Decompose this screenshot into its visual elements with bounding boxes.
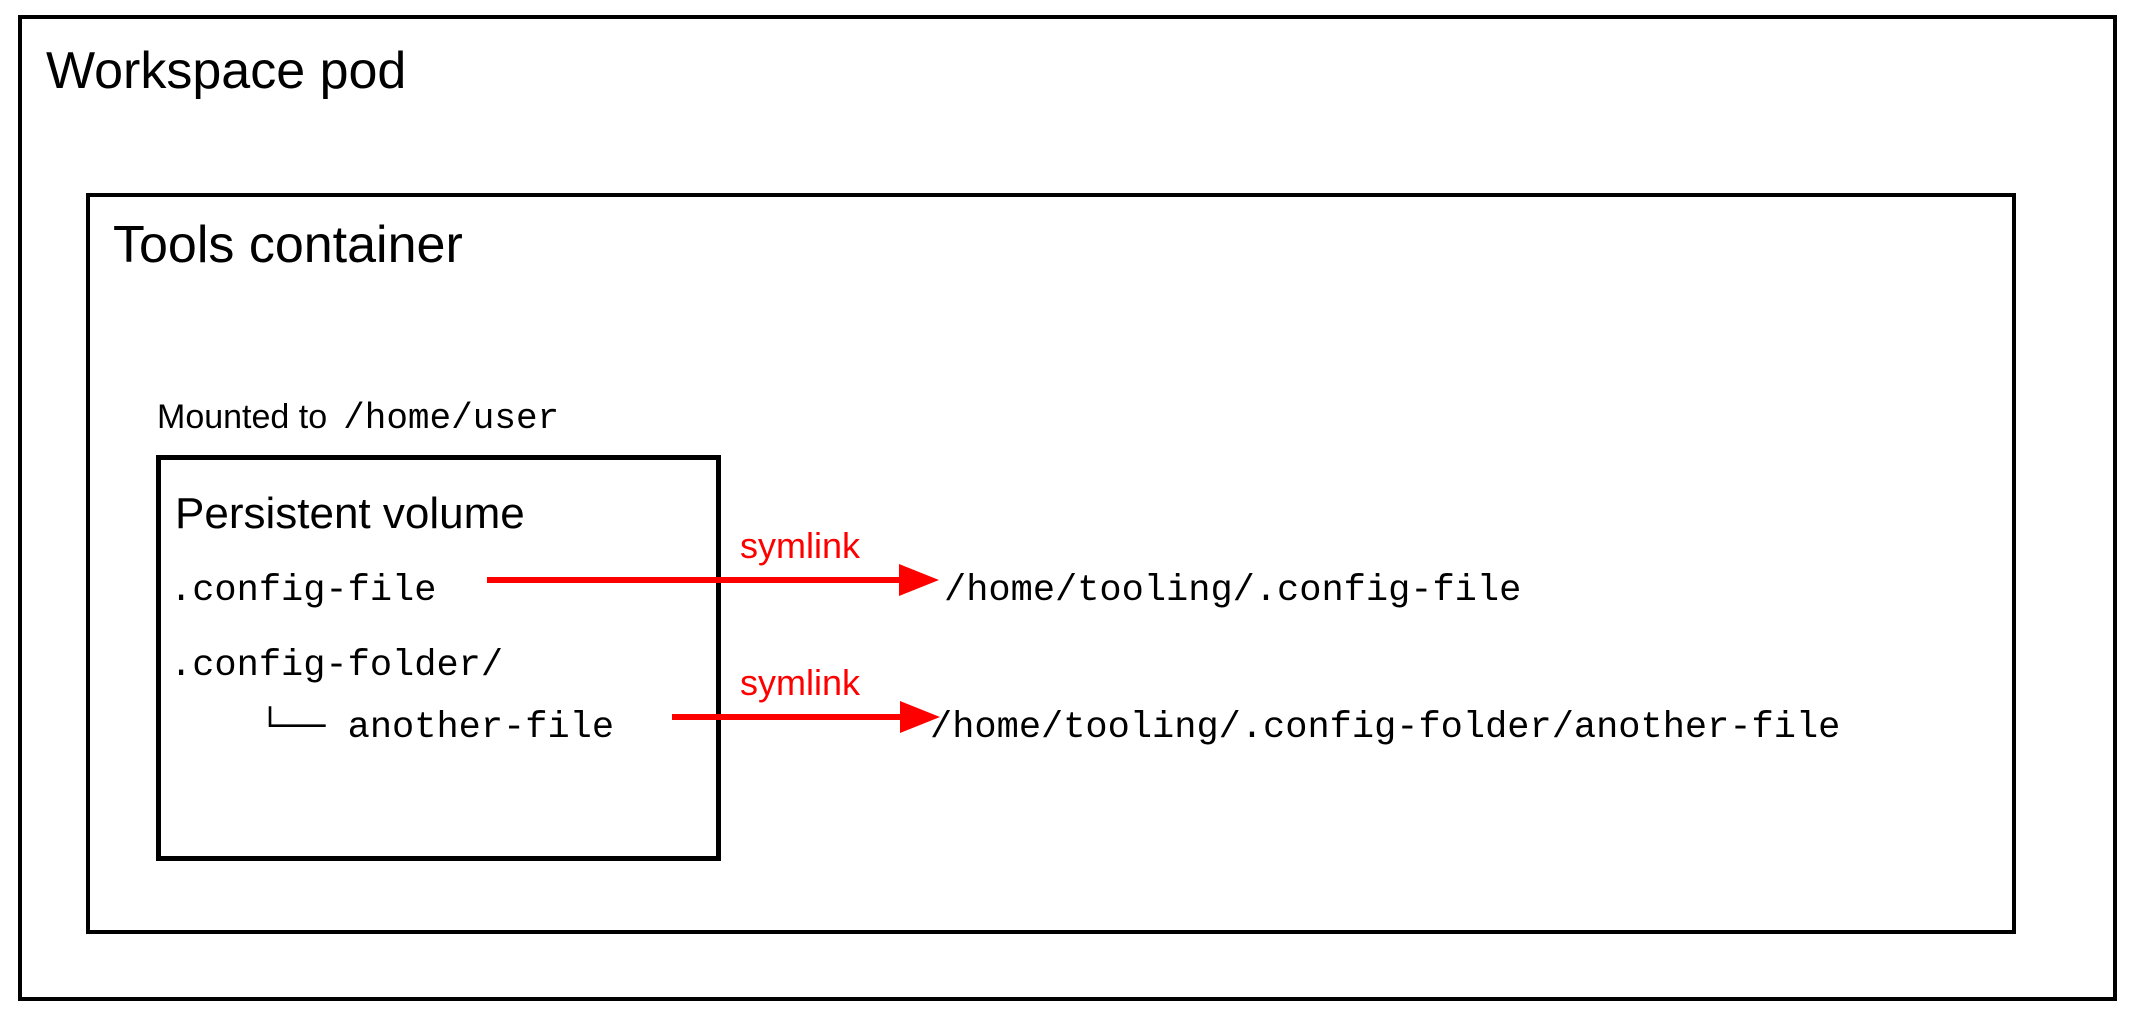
symlink-target-another-file: /home/tooling/.config-folder/another-fil… [930, 707, 1841, 749]
volume-entry-config-file: .config-file [170, 570, 437, 612]
mount-path-value: /home/user [343, 398, 560, 439]
volume-entry-config-folder: .config-folder/ [170, 645, 504, 687]
mount-annotation: Mounted to/home/user [157, 400, 559, 437]
symlink-label-1: symlink [740, 525, 861, 566]
symlink-target-config-file: /home/tooling/.config-file [944, 570, 1522, 612]
workspace-pod-box [18, 15, 2117, 1001]
symlink-label-2: symlink [740, 662, 861, 703]
symlink-arrow-1-icon [487, 564, 939, 596]
tools-container-box [86, 193, 2016, 934]
volume-entry-another-file: └── another-file [170, 707, 615, 749]
persistent-volume-title: Persistent volume [175, 489, 525, 538]
tools-container-title: Tools container [113, 216, 463, 274]
mount-prefix-label: Mounted to [157, 398, 328, 436]
persistent-volume-box [156, 455, 721, 861]
workspace-pod-title: Workspace pod [46, 42, 407, 100]
symlink-arrow-2-icon [672, 701, 940, 733]
